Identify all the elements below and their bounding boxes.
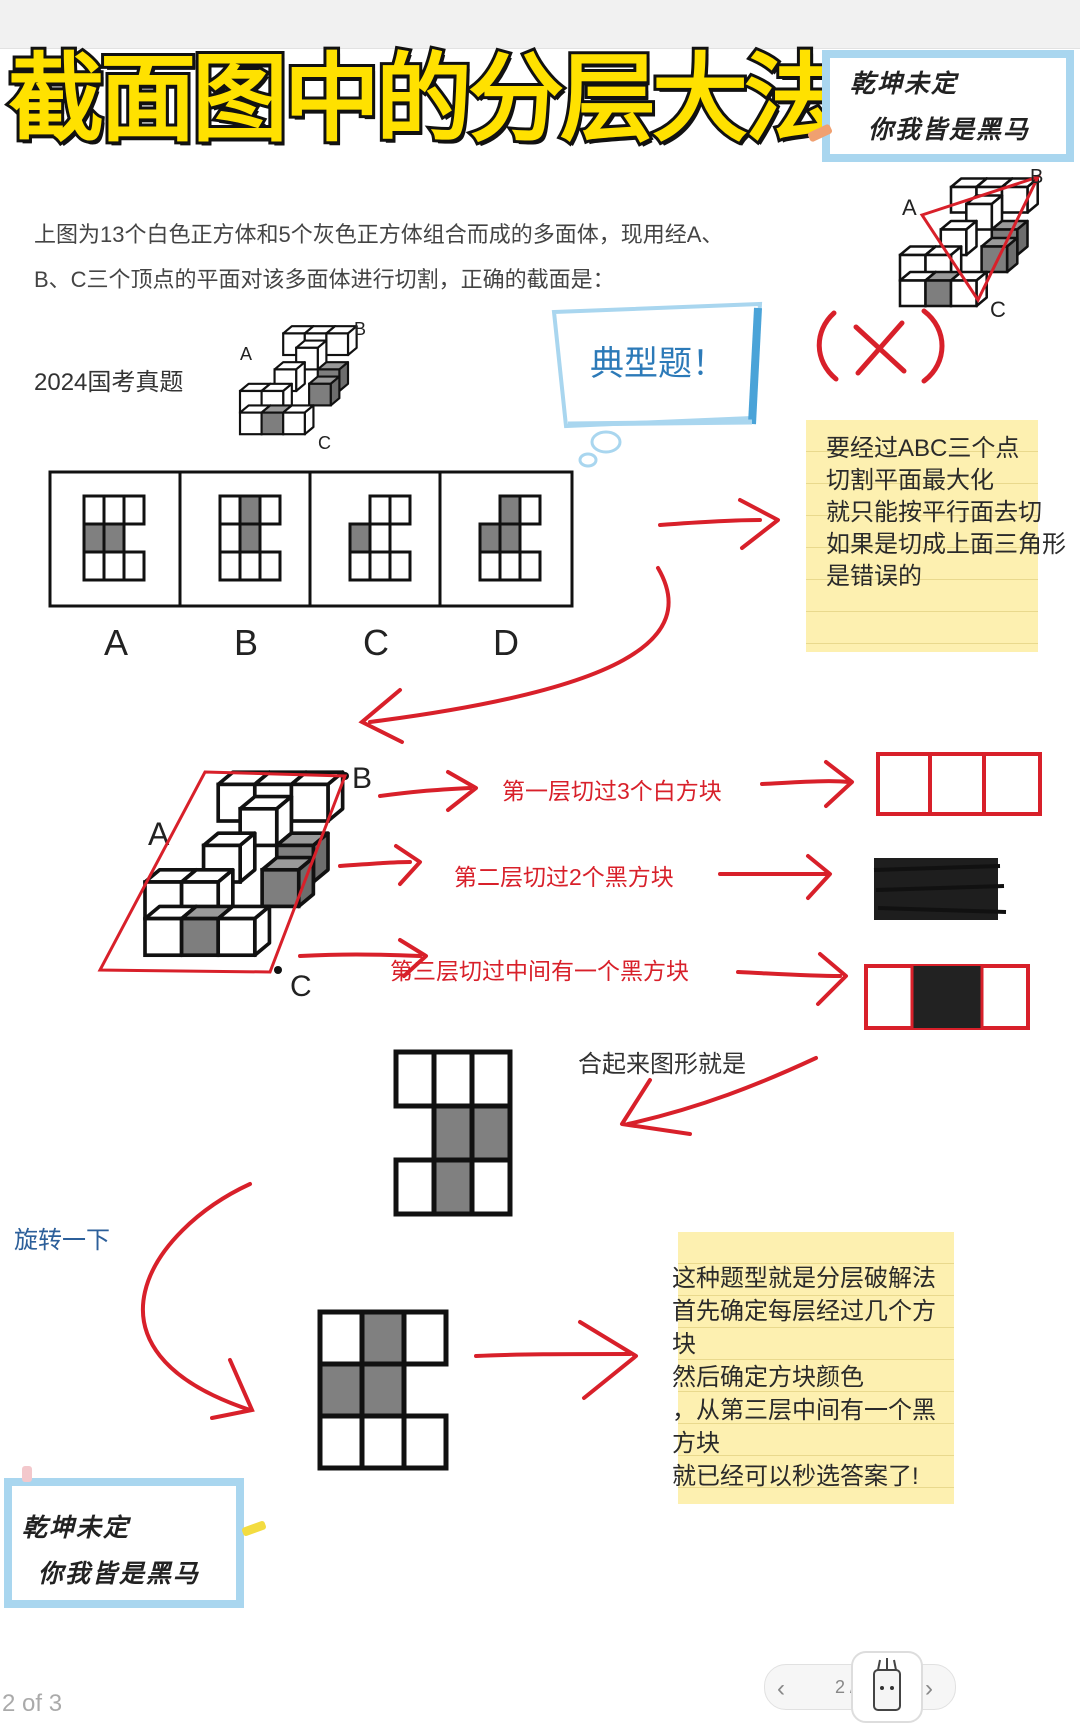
big-cube-label-b: B [352,762,372,795]
cut-plane-outline [97,770,348,974]
top-toolbar [0,0,1080,49]
layer-2-label: 第二层切过2个黑方块 [454,864,674,890]
note1-line-1: 要经过ABC三个点 [826,435,1020,462]
layer-3-result [864,964,1030,1030]
question-source: 2024国考真题 [34,369,184,396]
rotate-arrow [141,1182,255,1420]
note2-line-4: 然后确定方块颜色 [672,1364,864,1391]
note2-line-1: 这种题型就是分层破解法 [672,1265,936,1292]
arrow-to-note [658,498,780,550]
question-polyhedron: A B C [240,319,366,453]
wrong-mark-icon [816,308,945,384]
option-b-figure [218,494,282,582]
layer-2-result [873,858,1007,920]
curved-arrow-down [358,566,671,744]
wrong-triangle-cut [919,174,1041,304]
motto-line-2: 你我皆是黑马 [868,115,1031,144]
sticky-note-1: 要经过ABC三个点 切割平面最大化 就只能按平行面去切 如果是切成上面三角形 是… [806,420,1066,652]
option-a-figure [82,494,146,582]
cube-label-a: A [240,344,252,364]
option-c-figure [348,494,412,582]
option-label-d[interactable]: D [493,622,519,663]
note1-line-3: 就只能按平行面去切 [826,499,1042,526]
option-label-b[interactable]: B [233,622,258,663]
cube-label-a: A [902,195,917,220]
arrow-layer-3-right [736,952,848,1006]
bubble-text: 典型题！ [590,345,726,383]
note2-line-3: 块 [672,1331,696,1358]
cube-label-b: B [354,319,366,339]
cube-label-b: B [1030,166,1043,188]
note2-line-5: ，从第三层中间有一个黑 [672,1397,936,1424]
motto-line-2: 你我皆是黑马 [38,1559,201,1588]
combined-section-figure [393,1049,513,1217]
answer-options-box [48,470,574,608]
wrong-triangle-cube-figure: A B C [890,166,1043,322]
rotate-label: 旋转一下 [14,1227,110,1254]
speech-bubble [551,301,763,468]
page-title: 截面图中的分层大法 [5,41,843,157]
motto-line-1: 乾坤未定 [22,1513,131,1542]
note2-line-7: 就已经可以秒选答案了! [672,1463,919,1490]
option-label-a[interactable]: A [103,622,128,663]
arrow-to-note-2 [474,1320,638,1400]
next-page-button[interactable]: › [925,1675,933,1702]
question-line-2: B、C三个顶点的平面对该多面体进行切割，正确的截面是： [34,267,615,292]
motto-card-bottom: 乾坤未定 你我皆是黑马 [4,1478,244,1608]
prev-page-button[interactable]: ‹ [777,1675,785,1702]
question-line-1: 上图为13个白色正方体和5个灰色正方体组合而成的多面体，现用经A、 [34,222,724,247]
tape-decoration [22,1466,32,1482]
layer-3-label: 第三层切过中间有一个黑方块 [390,958,689,984]
rotated-section-figure [317,1309,449,1471]
note1-line-4: 如果是切成上面三角形 [826,531,1066,558]
arrow-layer-2-left [338,844,422,886]
note1-line-2: 切割平面最大化 [826,467,994,494]
layer-1-label: 第一层切过3个白方块 [502,778,722,804]
arrow-layer-3-left [298,938,428,978]
option-label-c[interactable]: C [363,622,389,663]
page-count-label: 2 of 3 [2,1690,63,1717]
big-cube-label-a: A [148,816,170,852]
motto-line-1: 乾坤未定 [850,69,959,98]
motto-card-top: 乾坤未定 你我皆是黑马 [822,50,1074,162]
mascot-icon[interactable] [850,1650,924,1724]
arrow-layer-1-left [378,770,478,812]
note2-line-6: 方块 [672,1430,720,1457]
layer-1-result [876,752,1042,816]
big-cube-label-c: C [290,970,312,1003]
cube-label-c: C [990,297,1006,322]
arrow-to-combined [620,1056,818,1136]
combine-label: 合起来图形就是 [578,1051,746,1078]
sticky-note-2: 这种题型就是分层破解法 首先确定每层经过几个方 块 然后确定方块颜色 ，从第三层… [672,1232,954,1504]
arrow-layer-2-right [718,854,832,900]
note1-line-5: 是错误的 [826,563,922,590]
arrow-layer-1-right [760,760,854,808]
option-d-figure [478,494,542,582]
cube-label-c: C [318,433,331,453]
note2-line-2: 首先确定每层经过几个方 [672,1298,936,1325]
